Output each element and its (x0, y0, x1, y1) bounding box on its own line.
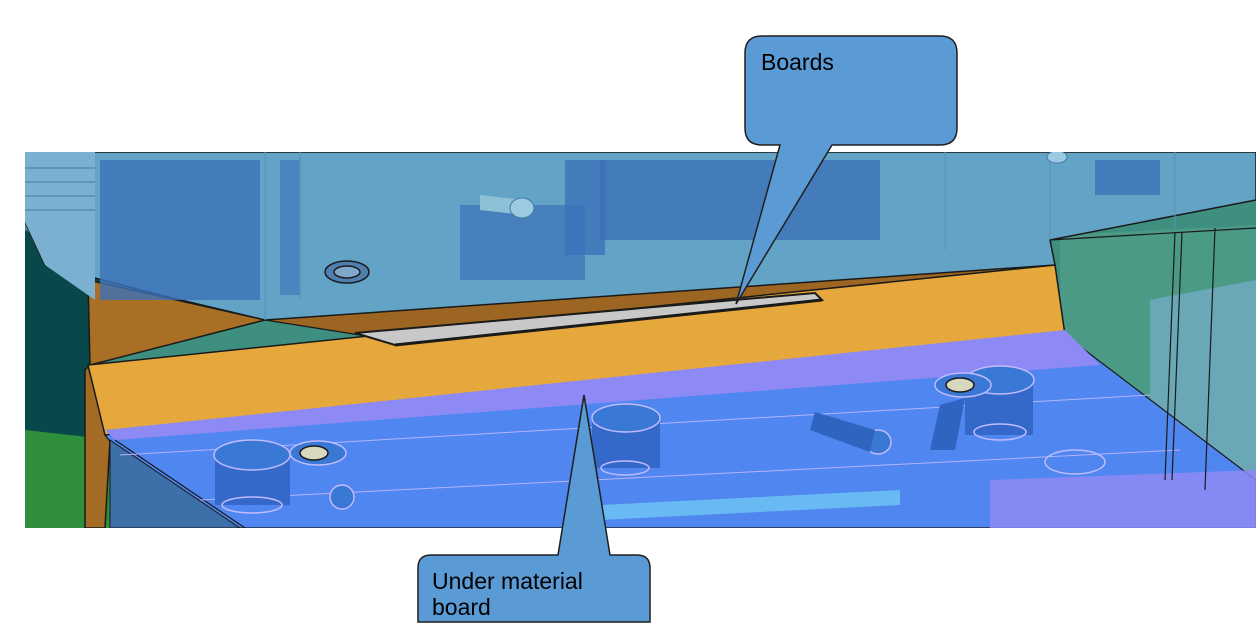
right-structure-lines (1049, 227, 1256, 491)
callout-under-material (417, 394, 651, 623)
violet-edge-strip (105, 330, 1100, 440)
light-blue-strip (600, 490, 900, 520)
thin-board-edge (394, 298, 823, 347)
callout-boards-bubble (735, 35, 958, 305)
model-render (25, 152, 1256, 528)
violet-lower-right (990, 470, 1256, 528)
lower-guide-line-2 (199, 449, 1181, 501)
upper-block-left-face (25, 152, 95, 300)
lower-left-face (109, 439, 241, 528)
cylinder-top-1 (213, 439, 291, 471)
callout-under-material-bubble (417, 394, 651, 623)
upper-block-edges (264, 152, 1176, 320)
under-material-board-label: Under material board (432, 568, 583, 620)
lower-screws (289, 372, 992, 466)
lower-left-edge (114, 439, 246, 528)
upper-block-ribs (25, 167, 95, 211)
cylinder-top-2 (591, 403, 661, 433)
upper-pin (480, 152, 1068, 219)
upper-screw (324, 260, 370, 284)
callout-boards (735, 35, 958, 305)
boards-label: Boards (761, 49, 834, 75)
pin-hole-1 (329, 484, 355, 510)
